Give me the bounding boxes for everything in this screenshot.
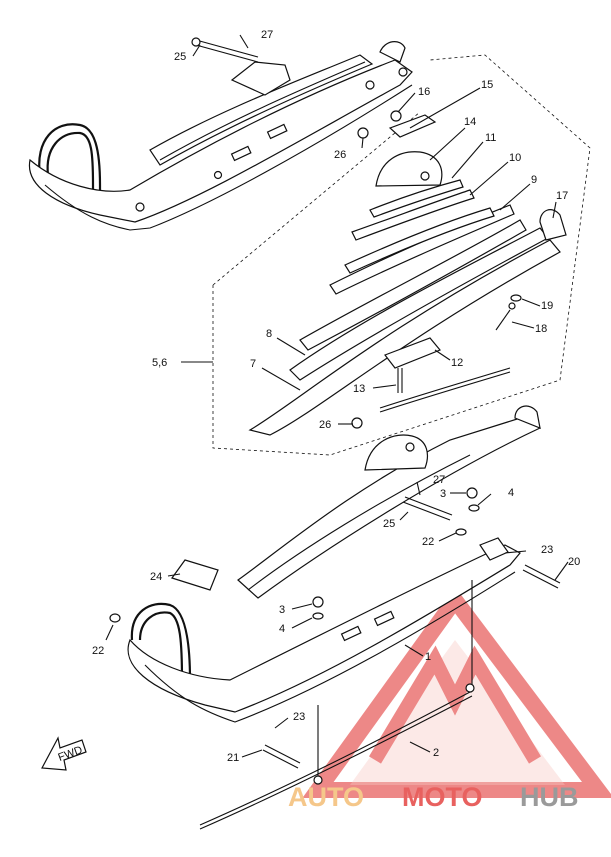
callout-18: 18	[535, 323, 547, 335]
callout-20: 20	[568, 556, 580, 568]
leader-lines	[105, 34, 569, 758]
watermark-part-auto: AUTO	[288, 782, 364, 812]
callout-10: 10	[509, 152, 521, 164]
watermark-part-moto: MOTO	[402, 782, 483, 812]
callout-15: 15	[481, 79, 493, 91]
callout-labels: 27 25 16 15 26 14 11 10 9 17 19 18 5,6 8…	[92, 29, 580, 764]
forward-arrow: FWD	[41, 736, 87, 771]
callout-2: 2	[433, 747, 439, 759]
watermark-text: AUTO MOTO HUB	[288, 782, 579, 812]
callout-7: 7	[250, 358, 256, 370]
callout-4: 4	[508, 487, 514, 499]
callout-8: 8	[266, 328, 272, 340]
callout-25: 25	[174, 51, 186, 63]
callout-16: 16	[418, 86, 430, 98]
callout-26b: 26	[319, 419, 331, 431]
callout-23b: 23	[293, 711, 305, 723]
callout-25b: 25	[383, 518, 395, 530]
callout-5-6: 5,6	[152, 357, 167, 369]
upper-ski-assembly	[28, 37, 413, 231]
callout-27b: 27	[433, 474, 445, 486]
callout-22b: 22	[92, 645, 104, 657]
callout-9: 9	[531, 174, 537, 186]
watermark-part-hub: HUB	[520, 782, 579, 812]
callout-12: 12	[451, 357, 463, 369]
callout-3: 3	[440, 488, 446, 500]
callout-27: 27	[261, 29, 273, 41]
lower-ski-assembly	[109, 405, 561, 830]
callout-19: 19	[541, 300, 553, 312]
callout-11: 11	[485, 132, 496, 144]
callout-4b: 4	[279, 623, 285, 635]
callout-23: 23	[541, 544, 553, 556]
callout-26: 26	[334, 149, 346, 161]
callout-17: 17	[556, 190, 568, 202]
leaf-spring-stack	[248, 110, 567, 436]
callout-24: 24	[150, 571, 162, 583]
callout-22: 22	[422, 536, 434, 548]
callout-21: 21	[227, 752, 239, 764]
callout-14: 14	[464, 116, 476, 128]
callout-3b: 3	[279, 604, 285, 616]
callout-13: 13	[353, 383, 365, 395]
callout-1: 1	[425, 651, 431, 663]
exploded-boundary	[212, 54, 591, 456]
fwd-label: FWD	[57, 744, 85, 764]
